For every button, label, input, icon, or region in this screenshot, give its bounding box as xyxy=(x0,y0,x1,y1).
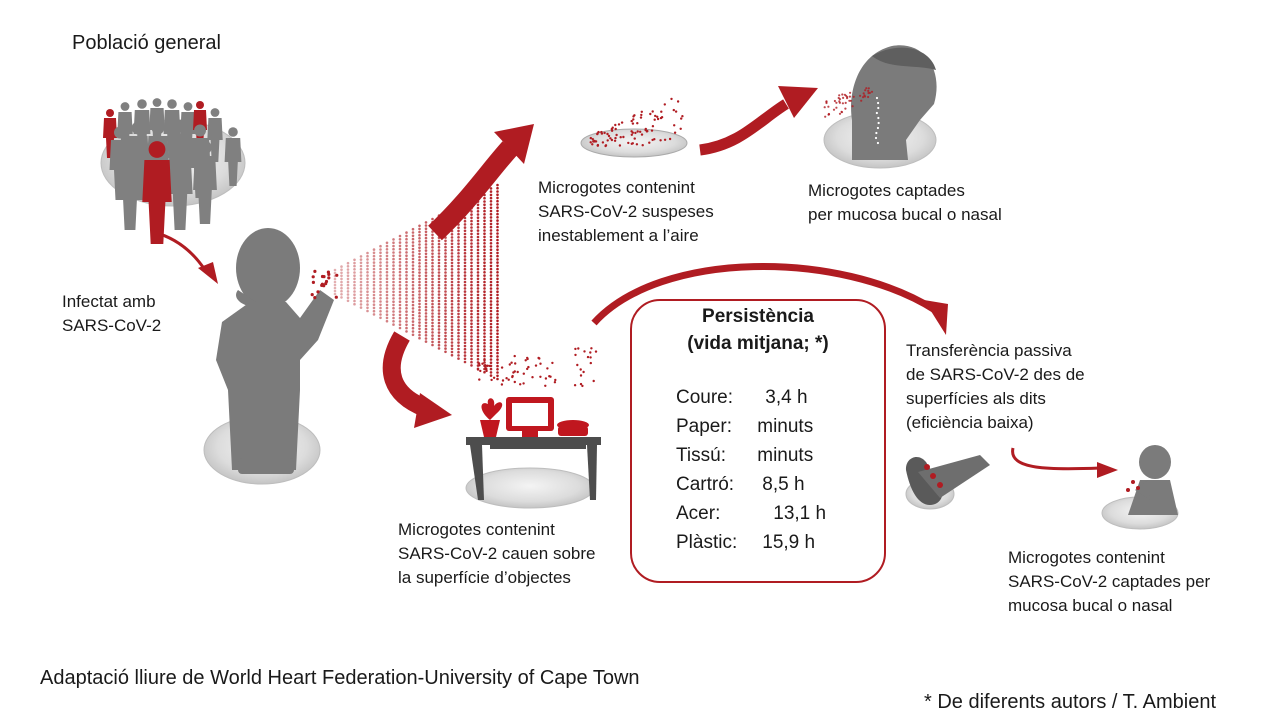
suspended-droplets-disc xyxy=(580,97,688,158)
persistence-value: 13,1 h xyxy=(773,503,827,524)
persistence-row: Cartró: 8,5 h xyxy=(676,470,826,499)
persistence-material: Cartró: xyxy=(676,474,735,495)
desk-objects-illustration xyxy=(465,347,601,509)
source-credit: Adaptació lliure de World Heart Federati… xyxy=(40,667,640,689)
persistence-title: Persistència(vida mitjana; *) xyxy=(687,306,829,354)
persistence-value: 3,4 h xyxy=(765,387,808,408)
arrow-surface-to-transfer xyxy=(591,263,948,335)
small-person-illustration xyxy=(1101,445,1179,530)
droplet-spray-cone xyxy=(310,183,499,381)
arrow-to-small-person xyxy=(1011,447,1118,478)
page-title: Població general xyxy=(72,32,221,54)
persistence-material: Paper: xyxy=(676,416,732,437)
persistence-row: Tissú: minuts xyxy=(676,441,826,470)
persistence-value: 15,9 h xyxy=(762,532,816,553)
arrow-crowd-to-infected xyxy=(152,230,218,284)
hand-touch-illustration xyxy=(905,455,990,510)
crowd-illustration xyxy=(100,98,246,244)
persistence-row: Acer: 13,1 h xyxy=(676,499,826,528)
inhaling-person-illustration xyxy=(823,45,937,169)
arrow-to-air xyxy=(428,124,534,241)
persistence-row: Plàstic: 15,9 h xyxy=(676,528,826,557)
infected-person-illustration xyxy=(203,228,334,485)
persistence-value: 8,5 h xyxy=(762,474,805,495)
persistence-material: Coure: xyxy=(676,387,734,408)
persistence-material: Plàstic: xyxy=(676,532,738,553)
persistence-value: minuts xyxy=(757,416,814,437)
persistence-row: Paper: minuts xyxy=(676,412,826,441)
arrow-to-surfaces xyxy=(382,331,452,428)
footnote: * De diferents autors / T. Ambient xyxy=(924,691,1217,713)
arrow-to-head xyxy=(699,86,818,156)
persistence-row: Coure: 3,4 h xyxy=(676,383,826,412)
persistence-value: minuts xyxy=(757,445,814,466)
persistence-material: Acer: xyxy=(676,503,721,524)
persistence-box: Persistència(vida mitjana; *) Coure: 3,4 … xyxy=(630,299,886,583)
persistence-material: Tissú: xyxy=(676,445,726,466)
